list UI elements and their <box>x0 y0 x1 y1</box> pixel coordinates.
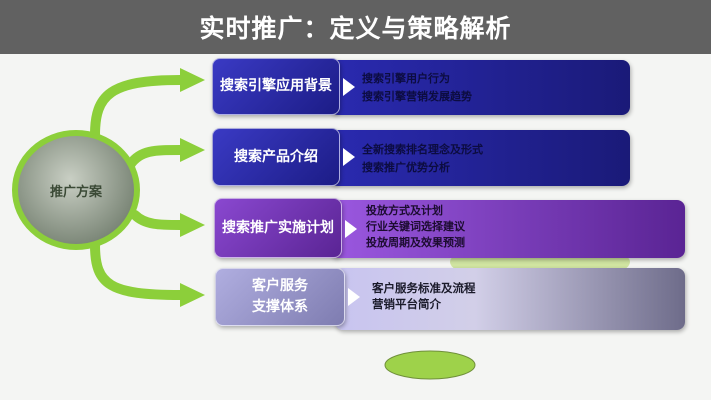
section-title-4: 客户服务支撑体系 <box>215 268 345 326</box>
section-title-2: 搜索产品介绍 <box>212 128 340 186</box>
arrow-icon <box>343 148 355 166</box>
arrow-icon <box>348 288 360 306</box>
section-title-1: 搜索引擎应用背景 <box>212 58 340 115</box>
section-bar-1 <box>330 60 630 115</box>
section-items-3: 投放方式及计划行业关键词选择建议投放周期及效果预测 <box>366 204 465 249</box>
section-bar-3 <box>330 200 685 258</box>
section-title-3: 搜索推广实施计划 <box>214 198 342 258</box>
section-items-2: 全新搜索排名理念及形式搜索推广优势分析 <box>362 143 483 174</box>
section-bar-2 <box>330 130 630 186</box>
title-overlay: 实时推广：定义与策略解析 <box>0 0 711 54</box>
hub-circle: 推广方案 <box>12 130 140 250</box>
section-items-1: 搜索引擎用户行为搜索引擎营销发展趋势 <box>362 72 472 103</box>
arrow-icon <box>343 78 355 96</box>
hub-label: 推广方案 <box>49 184 102 200</box>
overlay-title: 实时推广：定义与策略解析 <box>199 14 512 43</box>
mouse-image <box>384 350 476 380</box>
section-bar-4 <box>335 268 685 330</box>
section-items-4: 客户服务标准及流程营销平台简介 <box>372 281 476 312</box>
arrow-icon <box>345 220 357 238</box>
